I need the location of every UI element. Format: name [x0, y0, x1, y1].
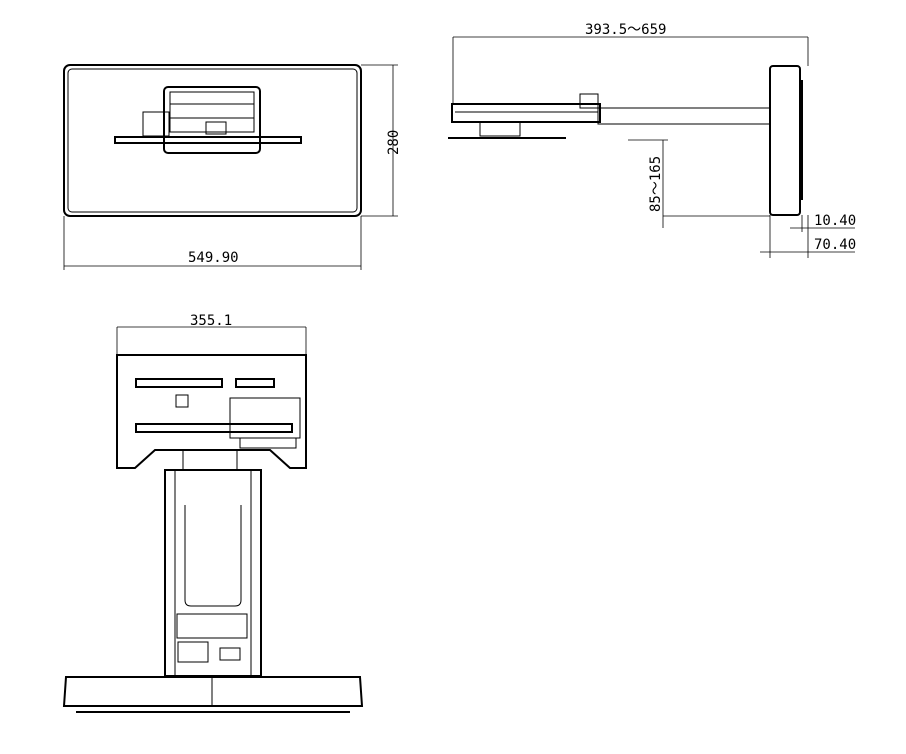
top-view: 280 549.90 [63, 64, 402, 270]
side-view: 393.5～659 85～165 10.40 70.40 [448, 22, 856, 258]
side-view-offset-small-label: 10.40 [814, 213, 856, 229]
top-view-width-label: 549.90 [188, 250, 239, 266]
side-view-offset-large-label: 70.40 [814, 237, 856, 253]
side-view-height-adjust-label: 85～165 [648, 156, 664, 212]
side-view-reach-label: 393.5～659 [585, 22, 666, 38]
top-view-height-label: 280 [386, 130, 402, 155]
front-view-width-label: 355.1 [190, 313, 232, 329]
front-view: 355.1 [62, 313, 364, 713]
